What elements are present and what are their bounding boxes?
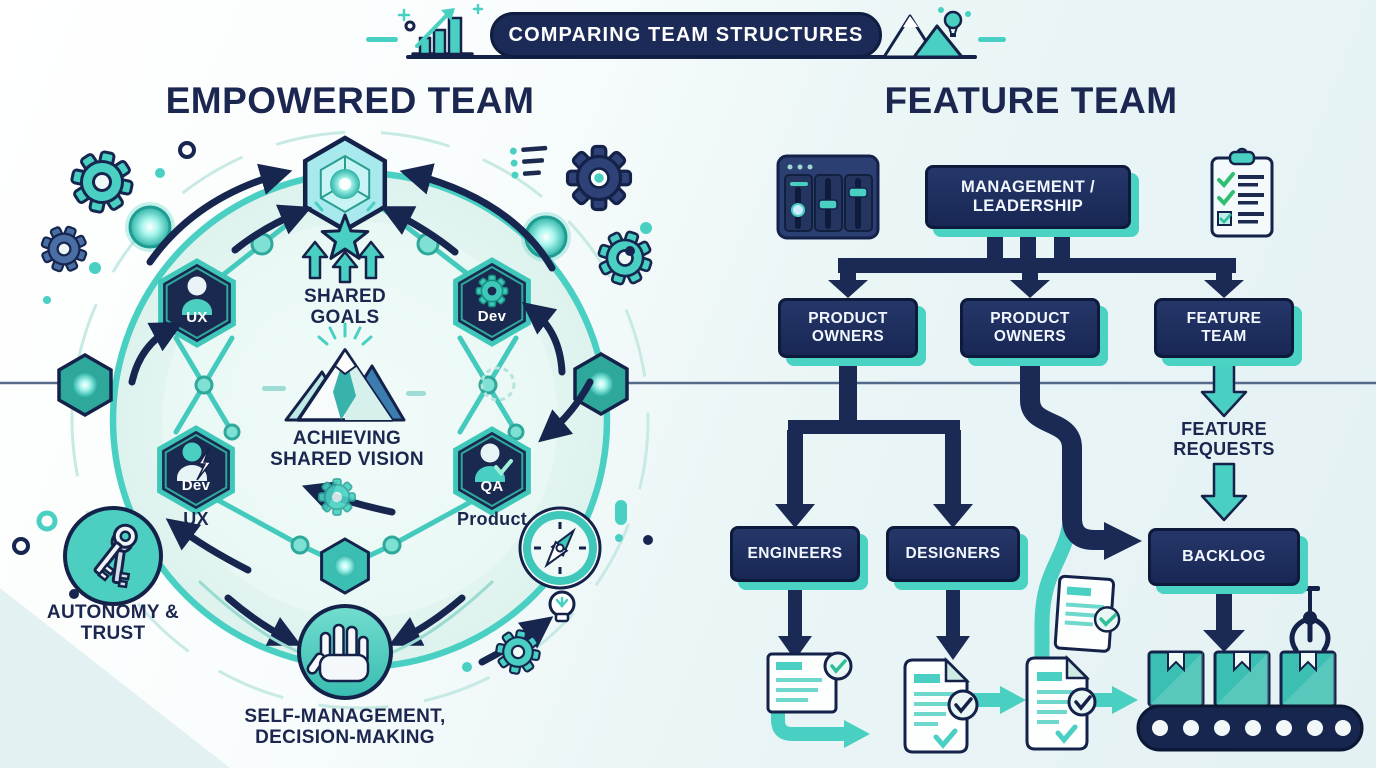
box-management-label: MANAGEMENT / LEADERSHIP — [960, 177, 1096, 215]
s-pipe — [1020, 358, 1142, 560]
mountains-icon — [882, 7, 971, 59]
box-designers: DESIGNERS — [886, 526, 1020, 582]
glow-hexagon-bottom — [320, 537, 370, 595]
shared-goals-icon — [301, 201, 385, 284]
conveyor-icon — [1136, 650, 1364, 752]
document-icon-2 — [903, 656, 979, 754]
teal-elbow-arrow — [771, 698, 870, 748]
claw-icon — [1289, 586, 1331, 653]
org-connectors — [775, 222, 1244, 528]
person-icon — [182, 276, 212, 315]
feature-team-arrow-1 — [1200, 356, 1248, 418]
up-arrow-icon — [357, 240, 385, 280]
hexagon-ux — [161, 261, 234, 345]
conveyor-box — [1147, 650, 1205, 708]
hexagon-qa — [456, 429, 529, 513]
feature-requests-label: FEATURE REQUESTS — [1173, 419, 1275, 460]
gear-decoration-3 — [565, 144, 633, 212]
shared-goals-label: SHARED GOALS — [303, 286, 387, 329]
person-check-icon — [475, 443, 513, 482]
conveyor-box — [1279, 650, 1337, 708]
banner-dashes — [366, 37, 1006, 42]
bar-chart-icon — [404, 8, 474, 56]
glowing-cube-icon — [305, 138, 385, 230]
checklist-lines-icon — [509, 145, 548, 179]
banner-title-pill: COMPARING TEAM STRUCTURES — [490, 12, 882, 58]
dashed-ring-decoration — [480, 366, 516, 402]
star-icon — [320, 213, 370, 260]
box-backlog: BACKLOG — [1148, 528, 1300, 586]
gear-decoration-5 — [318, 478, 356, 516]
document-icon-1 — [766, 651, 853, 714]
teal-arrow-a — [970, 686, 1026, 714]
engineers-arrow — [778, 582, 812, 660]
autonomy-label: AUTONOMY & TRUST — [46, 602, 180, 645]
box-designers-label: DESIGNERS — [905, 544, 1001, 562]
box-engineers: ENGINEERS — [730, 526, 860, 582]
sliders-icon — [776, 154, 880, 240]
shared-vision-label: ACHIEVING SHARED VISION — [270, 428, 424, 471]
sparkle-icons — [397, 3, 484, 22]
document-icon-4 — [1053, 574, 1121, 653]
hex-dev-bottom-caption: UX — [183, 509, 209, 529]
box-management: MANAGEMENT / LEADERSHIP — [925, 165, 1131, 229]
up-arrow-icon — [331, 250, 359, 284]
glow-sphere-left — [125, 202, 175, 252]
network-nodes — [194, 232, 525, 555]
mountain-icon — [262, 322, 426, 422]
check-icon — [494, 459, 513, 477]
person-lightning-icon — [177, 442, 213, 481]
compass-icon — [518, 506, 602, 590]
banner-title: COMPARING TEAM STRUCTURES — [508, 23, 864, 46]
conveyor-box — [1213, 650, 1271, 708]
designers-arrow — [936, 582, 970, 660]
backlog-arrow — [1203, 586, 1245, 652]
dots-decoration — [12, 141, 653, 672]
gear-decoration-6 — [491, 625, 545, 679]
feature-team-arrow-2 — [1200, 462, 1248, 522]
glow-hexagon-right — [573, 352, 629, 416]
hexagon-dev-bottom — [160, 428, 233, 512]
self-management-circle — [297, 604, 393, 700]
hex-dev-label: Dev — [477, 308, 507, 325]
up-arrow-icon — [301, 240, 329, 280]
box-product-owners-2: PRODUCT OWNERS — [960, 298, 1100, 358]
gear-decoration-2 — [34, 219, 94, 279]
clipboard-icon — [1210, 147, 1274, 238]
rays — [317, 322, 373, 346]
glow-hexagon-left — [57, 353, 113, 417]
hand-icon — [306, 623, 370, 683]
box-feature-team-label: FEATURE TEAM — [1186, 309, 1262, 345]
box-product-owners-2-label: PRODUCT OWNERS — [990, 309, 1070, 345]
keys-icon — [93, 523, 138, 589]
hex-dev-bottom-label: Dev — [181, 477, 211, 494]
feature-team-title: FEATURE TEAM — [884, 80, 1178, 121]
box-product-owners-1: PRODUCT OWNERS — [778, 298, 918, 358]
hex-qa-label: QA — [480, 478, 504, 495]
document-icon-3 — [1025, 654, 1097, 751]
hexagon-dev — [456, 260, 529, 344]
box-feature-team: FEATURE TEAM — [1154, 298, 1294, 358]
lightning-icon — [196, 447, 213, 481]
autonomy-circle — [63, 506, 163, 606]
gear-decoration-4 — [590, 223, 660, 293]
box-engineers-label: ENGINEERS — [747, 544, 843, 562]
teal-arrow-b — [1092, 686, 1138, 714]
hex-ux-label: UX — [186, 309, 208, 326]
hex-qa-caption: Product — [456, 509, 528, 529]
box-product-owners-1-label: PRODUCT OWNERS — [808, 309, 888, 345]
gear-icon — [475, 274, 509, 308]
empowered-team-title: EMPOWERED TEAM — [165, 80, 535, 121]
box-backlog-label: BACKLOG — [1182, 547, 1266, 565]
self-management-label: SELF-MANAGEMENT, DECISION-MAKING — [244, 706, 446, 749]
lightbulb-icon — [548, 590, 576, 623]
gear-decoration-1 — [64, 144, 140, 220]
